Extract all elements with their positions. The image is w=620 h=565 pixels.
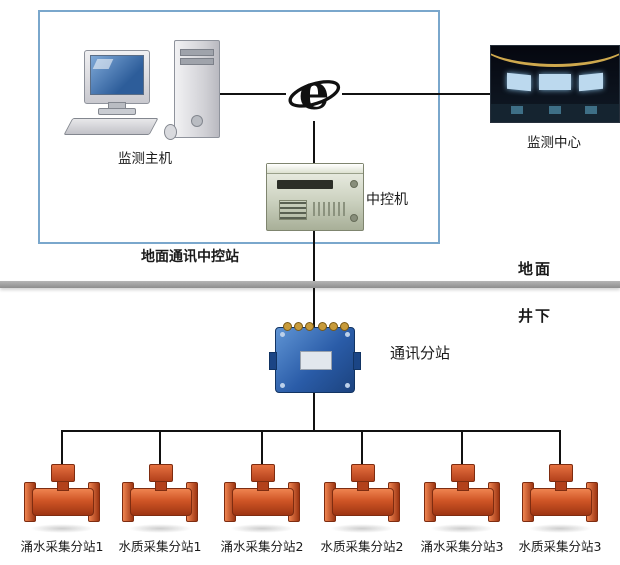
- connector-drop-1: [61, 430, 63, 465]
- connector-line-control-to-substation: [313, 229, 315, 327]
- cable-gland: [329, 322, 338, 331]
- device-1-graphic: [24, 464, 100, 533]
- device-3-graphic: [224, 464, 300, 533]
- cable-gland: [318, 322, 327, 331]
- internet-icon: e: [286, 64, 342, 121]
- cable-gland: [305, 322, 314, 331]
- wall-screen: [579, 72, 603, 92]
- cable-gland: [283, 322, 292, 331]
- device-5-graphic: [424, 464, 500, 533]
- wall-screen: [539, 74, 571, 90]
- central-control-label: 中控机: [366, 192, 408, 208]
- device-label: 涌水采集分站1: [20, 539, 104, 554]
- surface-divider-bar: [0, 281, 620, 288]
- device-label: 涌水采集分站2: [220, 539, 304, 554]
- svg-text:e: e: [299, 65, 330, 121]
- substation-label: 通讯分站: [390, 344, 451, 362]
- underground-label: 井下: [517, 307, 552, 325]
- monitoring-host-graphic: [63, 38, 220, 146]
- ceiling-light-arc: [491, 46, 619, 67]
- computer-monitor-icon: [84, 50, 150, 104]
- monitoring-center-label: 监测中心: [527, 135, 581, 151]
- connector-drop-4: [361, 430, 363, 465]
- keyboard-icon: [63, 118, 159, 135]
- nameplate: [300, 351, 332, 370]
- connector-drop-3: [261, 430, 263, 465]
- connector-drop-6: [559, 430, 561, 465]
- cable-gland: [340, 322, 349, 331]
- connector-drop-2: [159, 430, 161, 465]
- central-control-machine-graphic: [266, 163, 364, 231]
- device-2-graphic: [122, 464, 198, 533]
- connector-line-substation-to-bus: [313, 391, 315, 431]
- device-label: 涌水采集分站3: [420, 539, 504, 554]
- device-label: 水质采集分站3: [518, 539, 602, 554]
- connector-line-internet-to-control: [313, 118, 315, 164]
- connector-line-top: [216, 93, 492, 95]
- device-label: 水质采集分站1: [118, 539, 202, 554]
- device-4-graphic: [324, 464, 400, 533]
- connector-drop-5: [461, 430, 463, 465]
- device-6-graphic: [522, 464, 598, 533]
- device-label: 水质采集分站2: [320, 539, 404, 554]
- connector-bus-line: [61, 430, 561, 432]
- mouse-icon: [164, 124, 177, 140]
- cable-gland: [294, 322, 303, 331]
- comm-substation-graphic: [269, 322, 361, 393]
- host-label: 监测主机: [118, 151, 172, 167]
- ground-station-label: 地面通讯中控站: [141, 249, 239, 265]
- computer-tower-icon: [174, 40, 220, 138]
- wall-screen: [507, 72, 531, 92]
- surface-label: 地面: [517, 260, 552, 278]
- monitoring-center-image: [490, 45, 620, 123]
